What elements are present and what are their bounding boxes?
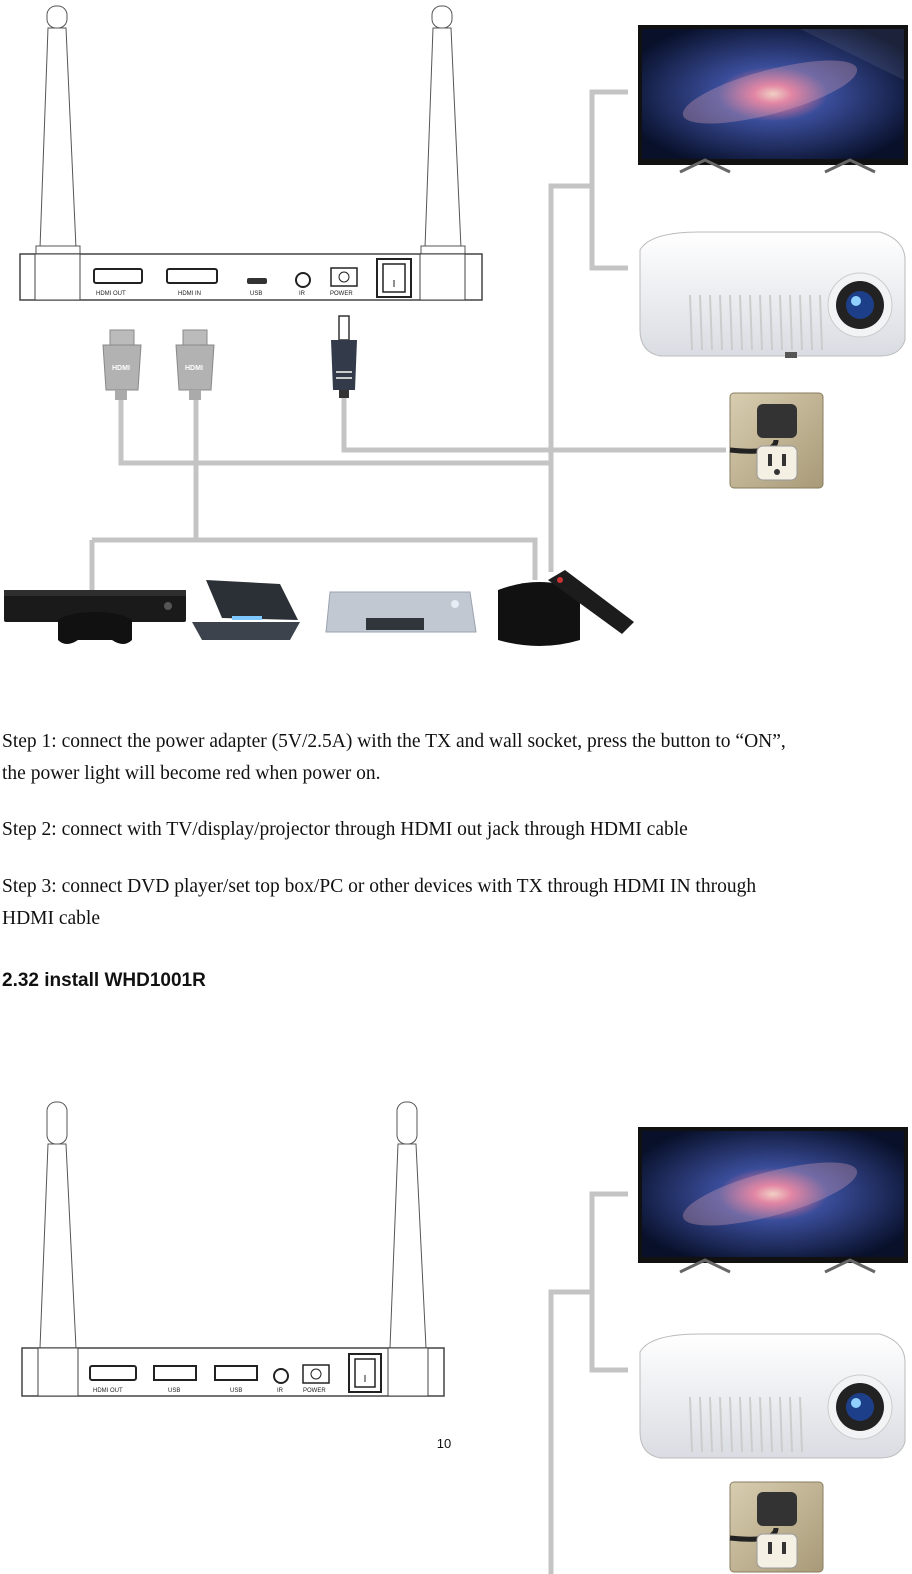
step-3-line-1: Step 3: connect DVD player/set top box/P…	[2, 876, 757, 897]
set-top-box	[498, 570, 634, 646]
svg-text:USB: USB	[250, 291, 262, 297]
cables-rx	[548, 1191, 628, 1574]
page-number: 10	[436, 1436, 452, 1451]
projector	[639, 1333, 906, 1459]
receiver-device: HDMI OUT USB USB IR POWER	[21, 1101, 445, 1397]
power-port: POWER	[302, 1364, 330, 1394]
svg-text:POWER: POWER	[330, 291, 353, 297]
step-1-line-1: Step 1: connect the power adapter (5V/2.…	[2, 731, 786, 752]
hdmi-plug-1: HDMI	[102, 329, 142, 400]
hdmi-plug-2: HDMI	[175, 329, 215, 400]
wall-socket	[729, 1481, 824, 1573]
tv-display	[638, 1127, 908, 1274]
ir-port: IR	[273, 1368, 289, 1394]
usb-port-2: USB	[214, 1365, 258, 1394]
connection-diagram-tx: HDMI OUT HDMI IN USB IR POWER HDMI	[4, 5, 908, 646]
power-switch	[376, 258, 412, 298]
svg-text:USB: USB	[168, 1388, 180, 1394]
connection-diagram-rx: HDMI OUT USB USB IR POWER	[21, 1101, 908, 1574]
power-switch	[348, 1353, 382, 1393]
step-3-line-2: HDMI cable	[2, 908, 101, 929]
game-console	[4, 590, 186, 644]
svg-text:HDMI: HDMI	[112, 365, 130, 372]
transmitter-device: HDMI OUT HDMI IN USB IR POWER	[19, 5, 483, 301]
tv-display	[638, 25, 908, 174]
svg-text:USB: USB	[230, 1388, 242, 1394]
svg-text:HDMI IN: HDMI IN	[178, 291, 201, 297]
projector	[639, 231, 906, 358]
laptop	[192, 580, 300, 640]
step-2: Step 2: connect with TV/display/projecto…	[2, 819, 688, 840]
svg-text:HDMI OUT: HDMI OUT	[93, 1388, 123, 1394]
hdmi-out-port: HDMI OUT	[89, 1365, 137, 1394]
power-plug	[331, 315, 357, 398]
antenna-right	[389, 1101, 427, 1349]
power-port: POWER	[330, 267, 358, 297]
ir-port: IR	[295, 272, 311, 297]
svg-text:IR: IR	[277, 1388, 284, 1394]
hdmi-in-port: HDMI IN	[166, 268, 218, 297]
section-heading: 2.32 install WHD1001R	[2, 970, 206, 991]
wall-socket	[729, 392, 824, 489]
antenna-left	[39, 1101, 77, 1349]
cables	[89, 89, 726, 595]
svg-text:HDMI: HDMI	[185, 365, 203, 372]
step-1-line-2: the power light will become red when pow…	[2, 763, 381, 784]
hdmi-out-port: HDMI OUT	[93, 268, 143, 297]
usb-port: USB	[247, 278, 267, 297]
usb-port-1: USB	[153, 1365, 197, 1394]
svg-text:IR: IR	[299, 291, 306, 297]
svg-text:POWER: POWER	[303, 1388, 326, 1394]
antenna-right	[420, 5, 466, 255]
svg-text:HDMI OUT: HDMI OUT	[96, 291, 126, 297]
antenna-left	[35, 5, 81, 255]
dvd-player	[325, 591, 477, 633]
